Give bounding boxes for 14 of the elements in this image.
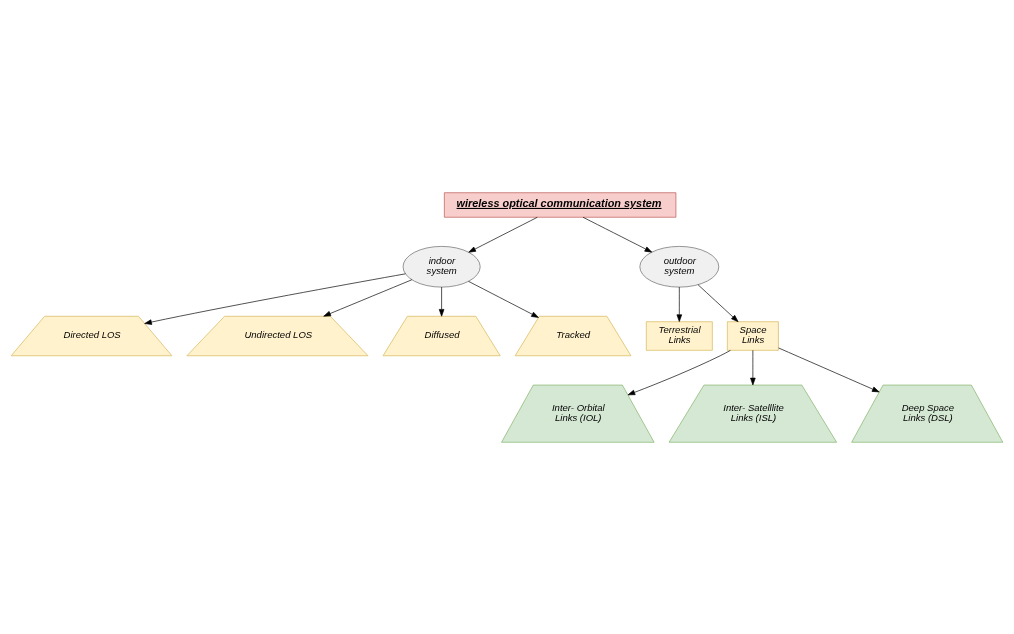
arrow <box>582 216 653 252</box>
arrow <box>144 272 406 325</box>
arrow <box>468 216 538 253</box>
arrow <box>627 349 731 395</box>
arrow <box>778 347 880 392</box>
arrow <box>750 349 756 385</box>
arrow <box>676 286 683 322</box>
arrow <box>438 286 445 317</box>
node-box: Space Links <box>727 320 779 351</box>
arrow <box>697 283 739 322</box>
arrow <box>468 280 539 318</box>
arrow <box>323 278 413 317</box>
node-box: Terrestrial Links <box>645 320 713 351</box>
node-box: wireless optical communication system <box>444 191 677 218</box>
